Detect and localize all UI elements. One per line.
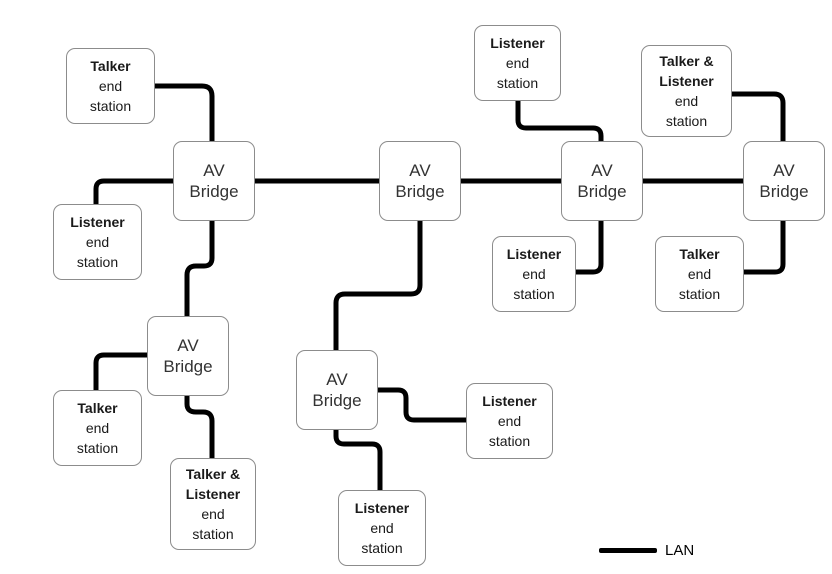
talker-end-station: Talker end station (66, 48, 155, 124)
station-label-line: end (497, 413, 522, 429)
station-role: Talker & (659, 53, 714, 69)
bridge-label-line: AV (326, 370, 348, 389)
legend: LAN (599, 542, 694, 559)
station-label-line: station (76, 254, 119, 270)
lan-legend-swatch (599, 548, 657, 553)
bridge-label-line: Bridge (759, 182, 809, 201)
station-label-line: end (98, 78, 123, 94)
station-label-line: station (513, 286, 555, 302)
lan-link (93, 178, 176, 207)
lan-link (573, 218, 604, 275)
av-bridge-2: AV Bridge (147, 316, 229, 396)
station-label-line: end (505, 55, 530, 71)
station-label-line: end (522, 266, 546, 282)
legend-label: LAN (665, 542, 695, 559)
bridge-label-line: AV (591, 161, 613, 180)
station-role: Listener (482, 393, 537, 409)
bridge-label-line: Bridge (189, 182, 239, 201)
lan-link (184, 218, 215, 319)
bridge-label-line: AV (203, 161, 225, 180)
bridge-label-line: AV (177, 336, 199, 355)
station-role: Talker (77, 400, 118, 416)
bridge-label-line: Bridge (395, 182, 445, 201)
listener-end-station: Listener end station (492, 236, 576, 312)
station-label-line: station (678, 286, 721, 302)
station-label-line: station (496, 75, 539, 91)
bridge-label-line: Bridge (577, 182, 627, 201)
lan-link (184, 393, 215, 461)
station-label-line: station (665, 113, 708, 129)
station-role: Listener (185, 486, 241, 502)
listener-end-station: Listener end station (338, 490, 426, 566)
lan-link (729, 91, 786, 144)
listener-end-station: Listener end station (474, 25, 561, 101)
station-label-line: end (85, 420, 110, 436)
bridge-label-line: AV (773, 161, 795, 180)
lan-link (515, 98, 604, 144)
lan-link (333, 427, 383, 493)
station-role: Listener (70, 214, 125, 230)
station-label-line: end (201, 506, 225, 522)
station-label-line: station (76, 440, 119, 456)
av-bridge-5: AV Bridge (561, 141, 643, 221)
bridge-label-line: Bridge (163, 357, 213, 376)
talker-listener-end-station: Talker & Listener end station (170, 458, 256, 550)
station-role: Listener (659, 73, 714, 89)
av-bridge-3: AV Bridge (379, 141, 461, 221)
talker-end-station: Talker end station (655, 236, 744, 312)
station-label-line: end (85, 234, 110, 250)
station-role: Listener (506, 246, 562, 262)
lan-link (375, 387, 469, 423)
lan-link (152, 83, 215, 144)
station-role: Talker & (185, 466, 241, 482)
lan-link (93, 352, 150, 393)
station-label-line: station (361, 540, 403, 556)
listener-end-station: Listener end station (466, 383, 553, 459)
station-label-line: end (674, 93, 699, 109)
station-label-line: end (687, 266, 712, 282)
station-label-line: station (89, 98, 132, 114)
station-role: Listener (354, 500, 410, 516)
station-role: Listener (490, 35, 545, 51)
av-bridge-1: AV Bridge (173, 141, 255, 221)
station-role: Talker (90, 58, 131, 74)
bridge-label-line: Bridge (312, 391, 362, 410)
av-bridge-6: AV Bridge (743, 141, 825, 221)
talker-end-station: Talker end station (53, 390, 142, 466)
bridge-label-line: AV (409, 161, 431, 180)
station-role: Talker (679, 246, 720, 262)
av-bridge-4: AV Bridge (296, 350, 378, 430)
talker-listener-end-station: Talker & Listener end station (641, 45, 732, 137)
station-label-line: end (370, 520, 394, 536)
station-label-line: station (488, 433, 531, 449)
listener-end-station: Listener end station (53, 204, 142, 280)
lan-link (333, 218, 423, 353)
lan-link (741, 218, 786, 275)
station-label-line: station (192, 526, 234, 542)
